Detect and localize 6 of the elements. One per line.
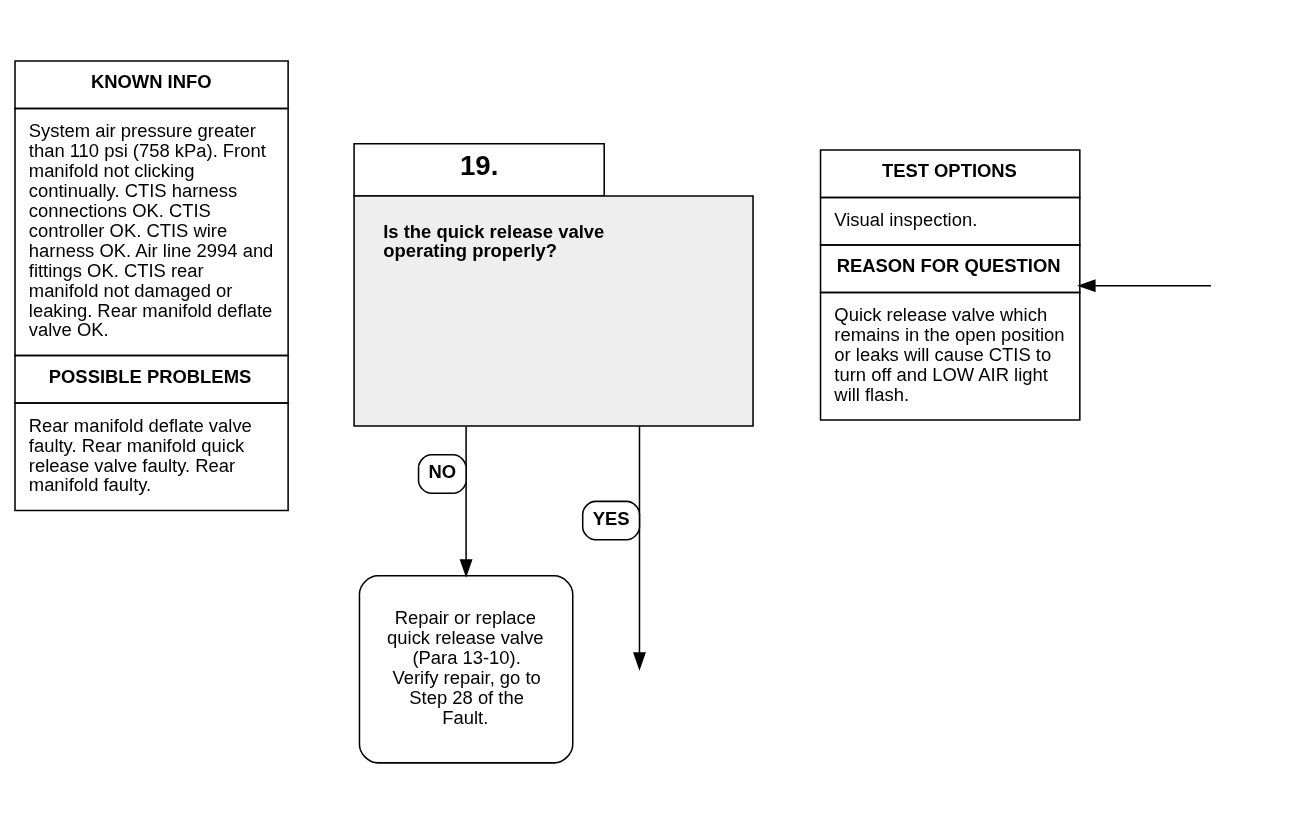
edge-label: YES	[592, 507, 630, 529]
edge-label: NO	[428, 460, 457, 482]
arrow	[633, 425, 646, 671]
node-box: Repair or replace quick release valve (Para 13-10). Verify repair, go to Step 28 of the Fault.	[358, 574, 574, 764]
arrow	[1077, 278, 1212, 292]
arrow	[459, 425, 473, 578]
